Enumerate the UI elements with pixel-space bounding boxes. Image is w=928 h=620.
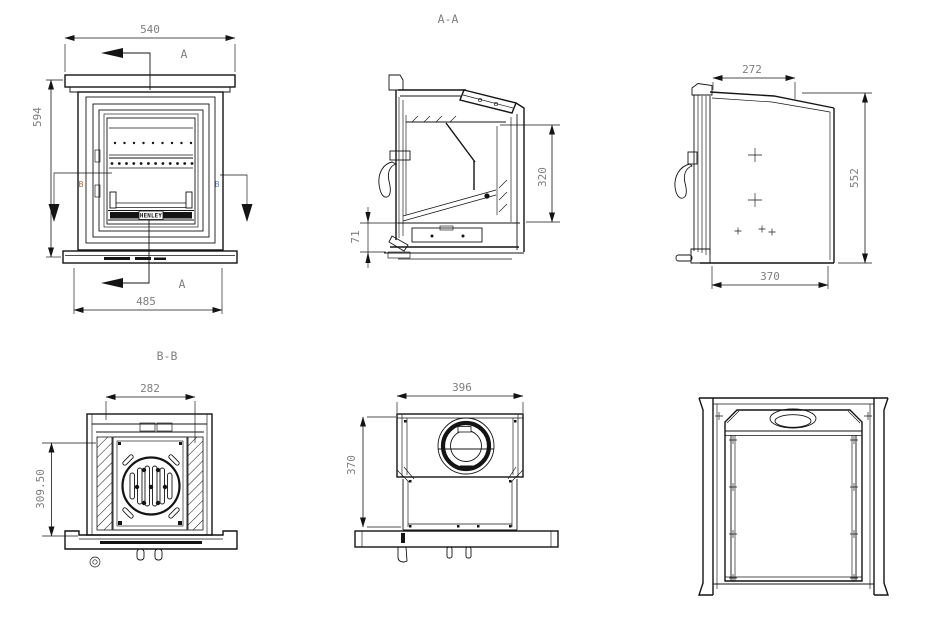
side-dim-right-text: 552 xyxy=(848,168,861,188)
section-bb-title: B-B xyxy=(157,349,178,363)
top-flue-collar xyxy=(437,417,495,475)
side-front-pin xyxy=(675,254,693,262)
bb-leg-left xyxy=(136,548,145,561)
front-dim-top-text: 540 xyxy=(140,23,160,36)
top-view: 396 xyxy=(345,381,559,563)
top-outline xyxy=(396,413,524,531)
airwash-holes-row1 xyxy=(113,141,193,145)
section-bb-view: B-B 282 xyxy=(34,349,238,568)
cut-b-left-label: B xyxy=(79,180,84,189)
section-aa-view: A-A xyxy=(349,12,560,268)
brand-logo-text: HENLEY xyxy=(140,214,162,220)
front-cut-a-top: A xyxy=(101,47,188,90)
front-view: 540 594 485 A A xyxy=(31,23,253,314)
front-fret: HENLEY xyxy=(108,191,194,221)
rear-outline xyxy=(698,397,889,596)
front-dim-594: 594 xyxy=(31,79,63,258)
front-stove-outline xyxy=(64,74,236,251)
side-view: 272 xyxy=(674,63,872,289)
side-outline xyxy=(675,83,835,264)
front-dim-485: 485 xyxy=(73,268,223,314)
fret-scroll-right xyxy=(163,212,192,219)
bb-dim-282: 282 xyxy=(105,382,196,443)
door-hinge-bottom xyxy=(94,184,101,198)
top-dim-depth-text: 370 xyxy=(345,455,358,475)
side-dim-272: 272 xyxy=(712,63,796,99)
aa-outline xyxy=(384,74,525,260)
section-aa-title: A-A xyxy=(438,12,459,26)
front-dim-bottom-text: 485 xyxy=(136,295,156,308)
bb-hatch-left-wall xyxy=(96,436,113,531)
front-cut-b-right: B xyxy=(215,174,253,222)
cut-a-top-label: A xyxy=(181,47,188,61)
bb-leg-right xyxy=(154,548,163,561)
cut-b-right-label: B xyxy=(215,180,220,189)
bb-grate xyxy=(121,454,181,519)
aa-firebox-interior xyxy=(398,115,520,243)
top-dim-370: 370 xyxy=(345,416,401,528)
bb-bolt-symbol xyxy=(89,556,101,568)
door-hinge-top xyxy=(94,149,101,163)
front-dim-left-text: 594 xyxy=(31,107,44,127)
side-plus-marks xyxy=(734,148,776,236)
top-leg-hook xyxy=(397,546,408,563)
fret-scroll-left xyxy=(110,212,139,219)
front-base xyxy=(62,250,238,264)
aa-dim-right-text: 320 xyxy=(536,167,549,187)
airwash-holes-row2 xyxy=(110,162,194,165)
aa-handle xyxy=(378,150,411,198)
front-dim-540: 540 xyxy=(64,23,236,72)
front-door-glass xyxy=(94,127,194,198)
bb-base xyxy=(64,530,238,568)
side-dim-552: 552 xyxy=(802,92,872,264)
top-front-band xyxy=(354,530,559,563)
bb-dim-left-text: 309.50 xyxy=(34,469,47,509)
bb-dim-top-text: 282 xyxy=(140,382,160,395)
aa-dim-left-text: 71 xyxy=(349,230,362,243)
grate-slope xyxy=(402,189,497,217)
top-dim-396: 396 xyxy=(396,381,524,413)
bb-hatch-right-wall xyxy=(187,436,204,531)
side-dim-top-text: 272 xyxy=(742,63,762,76)
rear-panel xyxy=(724,409,863,582)
front-cut-a-bottom: A xyxy=(101,218,186,291)
side-handle xyxy=(674,151,698,199)
cut-a-bottom-label: A xyxy=(179,277,186,291)
ash-pan xyxy=(411,227,483,243)
rear-view xyxy=(698,397,889,596)
aa-dim-320: 320 xyxy=(500,124,560,223)
aa-dim-71: 71 xyxy=(349,207,398,268)
front-cut-b-left: B xyxy=(48,172,112,222)
baffle-plate xyxy=(445,122,476,163)
bb-dim-309: 309.50 xyxy=(34,442,96,537)
rear-rails xyxy=(715,412,872,582)
rear-flue-collar xyxy=(769,408,817,429)
side-dim-bottom-text: 370 xyxy=(760,270,780,283)
side-dim-370: 370 xyxy=(711,266,829,289)
top-dim-width-text: 396 xyxy=(452,381,472,394)
